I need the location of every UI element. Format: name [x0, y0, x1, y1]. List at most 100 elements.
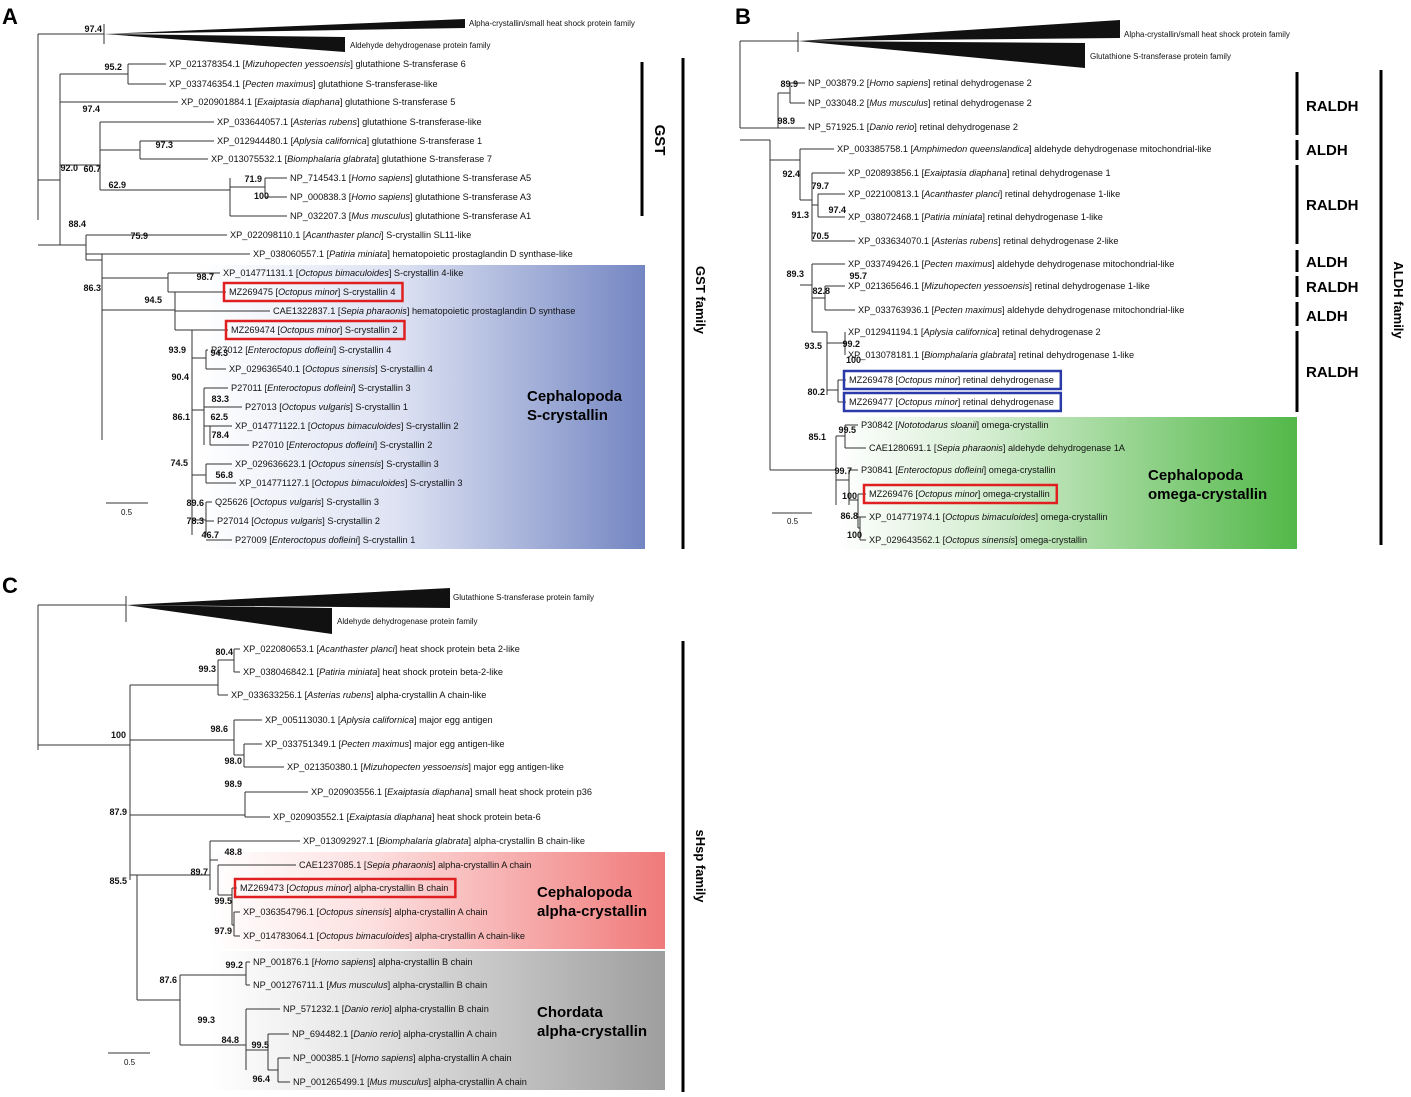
bootstrap-value: 79.7 [811, 181, 829, 191]
leaf-label: XP_029643562.1 [Octopus sinensis] omega-… [869, 535, 1087, 545]
leaf-label: MZ269477 [Octopus minor] retinal dehydro… [849, 397, 1054, 407]
bootstrap-value: 86.8 [840, 511, 858, 521]
scale-bar-label: 0.5 [121, 508, 133, 517]
bootstrap-value: 98.6 [210, 724, 228, 734]
bootstrap-value: 87.9 [109, 807, 127, 817]
highlight-bg-cephalopoda-omega-crystallin [838, 417, 1297, 549]
group-label-gst: GST [651, 125, 668, 156]
leaf-label: XP_033633256.1 [Asterias rubens] alpha-c… [231, 690, 486, 700]
leaf-label: NP_033048.2 [Mus musculus] retinal dehyd… [808, 98, 1032, 108]
bootstrap-value: 89.9 [780, 79, 798, 89]
collapsed-clade-label: Glutathione S-transferase protein family [453, 593, 594, 602]
collapsed-clade-triangle [126, 605, 332, 634]
bootstrap-value: 70.5 [811, 231, 829, 241]
leaf-label: XP_013075532.1 [Biomphalaria glabrata] g… [211, 154, 492, 164]
bootstrap-value: 62.5 [210, 412, 228, 422]
leaf-labels: XP_021378354.1 [Mizuhopecten yessoensis]… [169, 59, 1211, 1087]
bootstrap-value: 98.9 [224, 779, 242, 789]
bootstrap-value: 80.2 [807, 387, 825, 397]
leaf-label: NP_571232.1 [Danio rerio] alpha-crystall… [283, 1004, 489, 1014]
bootstrap-value: 74.5 [170, 458, 188, 468]
highlight-label-line2: alpha-crystallin [537, 1023, 647, 1040]
highlight-box [842, 391, 1063, 413]
bootstrap-value: 88.4 [68, 219, 86, 229]
leaf-label: NP_571925.1 [Danio rerio] retinal dehydr… [808, 122, 1018, 132]
leaf-label: XP_021365646.1 [Mizuhopecten yessoensis]… [848, 281, 1150, 291]
leaf-label: XP_033763936.1 [Pecten maximus] aldehyde… [858, 305, 1184, 315]
leaf-label: P27010 [Enteroctopus dofleini] S-crystal… [252, 440, 432, 450]
bootstrap-value: 99.5 [838, 425, 856, 435]
bootstrap-value: 95.2 [104, 62, 122, 72]
bootstrap-value: 99.5 [214, 896, 232, 906]
leaf-label: XP_020903556.1 [Exaiptasia diaphana] sma… [311, 787, 592, 797]
leaf-label: XP_022080653.1 [Acanthaster planci] heat… [243, 644, 520, 654]
collapsed-clades: Alpha-crystallin/small heat shock protei… [104, 19, 1290, 634]
collapsed-clade-label: Alpha-crystallin/small heat shock protei… [469, 19, 635, 28]
bootstrap-value: 78.3 [186, 516, 204, 526]
leaf-label: XP_029636540.1 [Octopus sinensis] S-crys… [229, 364, 433, 374]
leaf-label: XP_012944480.1 [Aplysia californica] glu… [217, 136, 482, 146]
highlight-box [842, 369, 1063, 391]
bootstrap-value: 75.9 [130, 231, 148, 241]
leaf-label: MZ269474 [Octopus minor] S-crystallin 2 [231, 325, 397, 335]
panel-letter-b: B [735, 4, 751, 29]
bootstrap-value: 99.2 [225, 960, 243, 970]
bootstrap-value: 71.9 [244, 174, 262, 184]
leaf-label: CAE1280691.1 [Sepia pharaonis] aldehyde … [869, 443, 1126, 453]
bootstrap-value: 97.4 [828, 205, 846, 215]
leaf-label: P27011 [Enteroctopus dofleini] S-crystal… [231, 383, 411, 393]
scale-bar-label: 0.5 [124, 1058, 136, 1067]
bootstrap-value: 100 [846, 355, 861, 365]
panel-letter-a: A [2, 4, 18, 29]
bootstrap-value: 48.8 [224, 847, 242, 857]
bootstrap-value: 100 [254, 191, 269, 201]
collapsed-clade-triangle [104, 34, 345, 52]
bootstrap-value: 89.3 [786, 269, 804, 279]
bootstrap-value: 92.4 [782, 169, 800, 179]
bootstrap-value: 90.4 [171, 372, 189, 382]
group-label-raldh: RALDH [1306, 197, 1359, 214]
leaf-label: XP_021350380.1 [Mizuhopecten yessoensis]… [287, 762, 564, 772]
leaf-label: P27014 [Octopus vulgaris] S-crystallin 2 [217, 516, 380, 526]
bootstrap-value: 99.5 [251, 1040, 269, 1050]
bootstrap-value: 97.9 [214, 926, 232, 936]
bootstrap-value: 89.7 [190, 867, 208, 877]
bootstrap-value: 56.8 [215, 470, 233, 480]
bootstrap-value: 60.7 [83, 164, 101, 174]
leaf-label: XP_033644057.1 [Asterias rubens] glutath… [217, 117, 482, 127]
leaf-label: P27013 [Octopus vulgaris] S-crystallin 1 [245, 402, 408, 412]
bootstrap-value: 87.6 [159, 975, 177, 985]
bootstrap-value: 93.9 [168, 345, 186, 355]
group-label-raldh: RALDH [1306, 279, 1359, 296]
leaf-label: XP_014771127.1 [Octopus bimaculoides] S-… [239, 478, 463, 488]
leaf-label: XP_013092927.1 [Biomphalaria glabrata] a… [303, 836, 585, 846]
leaf-label: CAE1237085.1 [Sepia pharaonis] alpha-cry… [299, 860, 531, 870]
bootstrap-value: 93.5 [804, 341, 822, 351]
leaf-label: XP_029636623.1 [Octopus sinensis] S-crys… [235, 459, 439, 469]
leaf-label: XP_022100813.1 [Acanthaster planci] reti… [848, 189, 1120, 199]
family-label: GST family [693, 266, 708, 335]
leaf-label: XP_013078181.1 [Biomphalaria glabrata] r… [848, 350, 1134, 360]
bootstrap-value: 84.8 [221, 1035, 239, 1045]
bootstrap-value: 98.9 [777, 116, 795, 126]
leaf-label: NP_032207.3 [Mus musculus] glutathione S… [290, 211, 531, 221]
highlight-box [233, 877, 457, 899]
leaf-label: XP_036354796.1 [Octopus sinensis] alpha-… [243, 907, 488, 917]
bootstrap-value: 85.5 [109, 876, 127, 886]
bootstrap-value: 86.1 [172, 412, 190, 422]
collapsed-clade-label: Aldehyde dehydrogenase protein family [337, 617, 478, 626]
leaf-label: XP_020903552.1 [Exaiptasia diaphana] hea… [273, 812, 541, 822]
leaf-label: P30841 [Enteroctopus dofleini] omega-cry… [861, 465, 1056, 475]
family-label: ALDH family [1391, 261, 1406, 339]
group-label-aldh: ALDH [1306, 142, 1348, 159]
group-label-raldh: RALDH [1306, 364, 1359, 381]
leaf-label: NP_003879.2 [Homo sapiens] retinal dehyd… [808, 78, 1032, 88]
leaf-label: XP_033746354.1 [Pecten maximus] glutathi… [169, 79, 438, 89]
leaf-label: Q25626 [Octopus vulgaris] S-crystallin 3 [215, 497, 379, 507]
highlight-label-line2: alpha-crystallin [537, 903, 647, 920]
leaf-label: XP_014771122.1 [Octopus bimaculoides] S-… [235, 421, 459, 431]
highlight-label-line1: Cephalopoda [537, 884, 633, 901]
highlight-label-line1: Cephalopoda [1148, 467, 1244, 484]
leaf-label: XP_033634070.1 [Asterias rubens] retinal… [858, 236, 1119, 246]
